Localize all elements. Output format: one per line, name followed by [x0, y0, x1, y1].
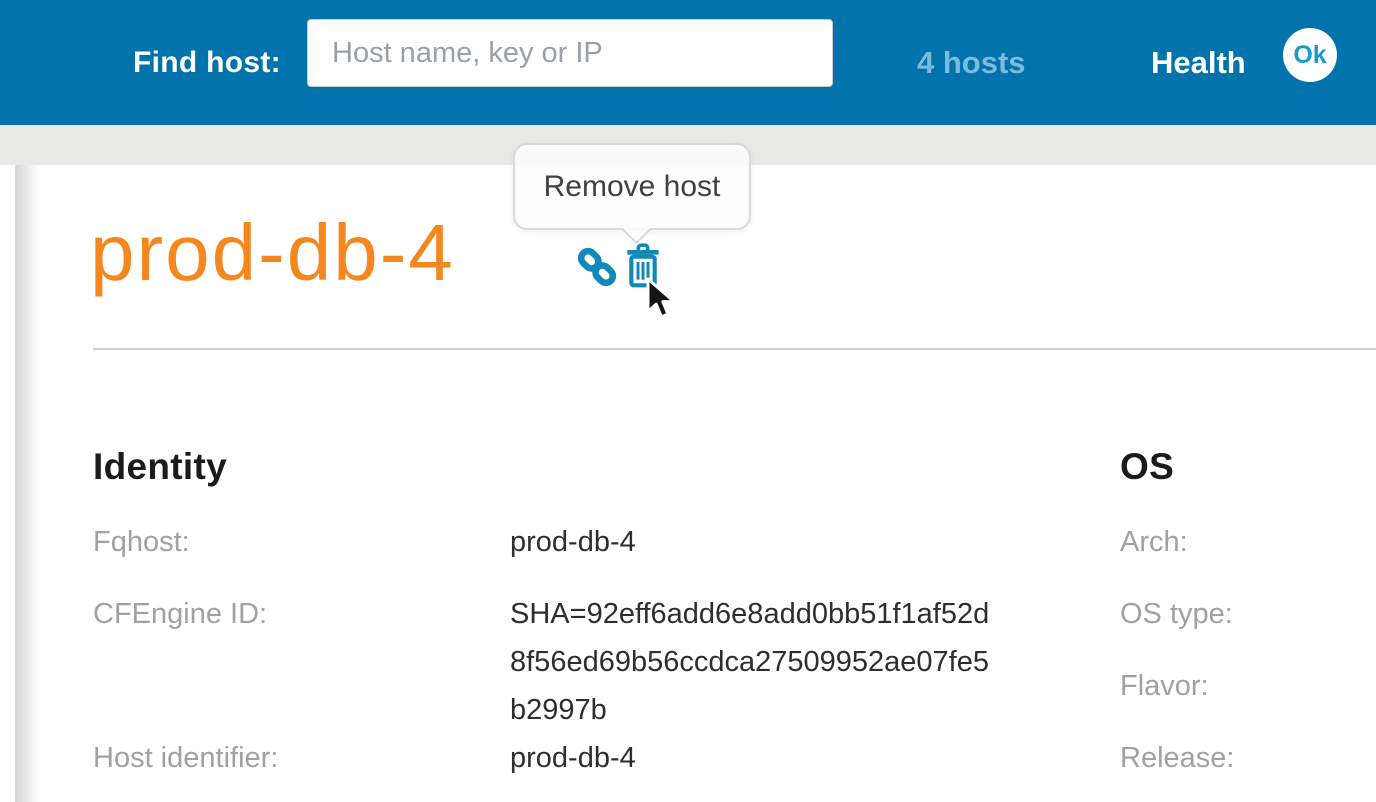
os-section: OS Arch: OS type: Flavor: Release:	[1120, 446, 1370, 802]
field-row-cfengine-id: CFEngine ID: SHA=92eff6add6e8add0bb51f1a…	[93, 590, 1003, 734]
remove-host-tooltip: Remove host	[513, 143, 751, 245]
field-row-os-type: OS type:	[1120, 590, 1370, 638]
field-label: OS type:	[1120, 598, 1233, 630]
tooltip-text: Remove host	[543, 169, 721, 203]
os-heading: OS	[1120, 446, 1175, 487]
top-navbar: Find host: 4 hosts Health Ok	[0, 0, 1376, 125]
hosts-count-link[interactable]: 4 hosts	[917, 44, 1026, 80]
field-label: Flavor:	[1120, 670, 1209, 702]
field-row-arch: Arch:	[1120, 518, 1370, 566]
field-label: Release:	[1120, 742, 1235, 774]
identity-section: Identity Fqhost: prod-db-4 CFEngine ID: …	[93, 446, 1003, 802]
host-link-icon[interactable]	[574, 244, 620, 295]
field-label: Fqhost:	[93, 526, 190, 558]
mouse-cursor	[644, 277, 682, 326]
host-title: prod-db-4	[90, 208, 455, 297]
title-divider	[93, 348, 1376, 350]
field-label: CFEngine ID:	[93, 598, 268, 630]
identity-heading: Identity	[93, 446, 227, 487]
field-row-host-identifier: Host identifier: prod-db-4	[93, 734, 1003, 782]
content-left-shadow	[15, 165, 41, 802]
field-row-fqhost: Fqhost: prod-db-4	[93, 518, 1003, 566]
remove-host-trash-icon[interactable]	[623, 240, 663, 297]
host-search-input[interactable]	[307, 19, 833, 87]
health-label: Health	[1151, 44, 1246, 80]
field-value: prod-db-4	[510, 526, 636, 558]
find-host-label: Find host:	[133, 45, 281, 79]
field-value: SHA=92eff6add6e8add0bb51f1af52d8f56ed69b…	[510, 598, 990, 726]
field-label: Host identifier:	[93, 742, 279, 774]
field-value: prod-db-4	[510, 742, 636, 774]
field-label: Arch:	[1120, 526, 1188, 558]
field-row-flavor: Flavor:	[1120, 662, 1370, 710]
field-row-release: Release:	[1120, 734, 1370, 782]
health-status-badge[interactable]: Ok	[1283, 28, 1337, 82]
